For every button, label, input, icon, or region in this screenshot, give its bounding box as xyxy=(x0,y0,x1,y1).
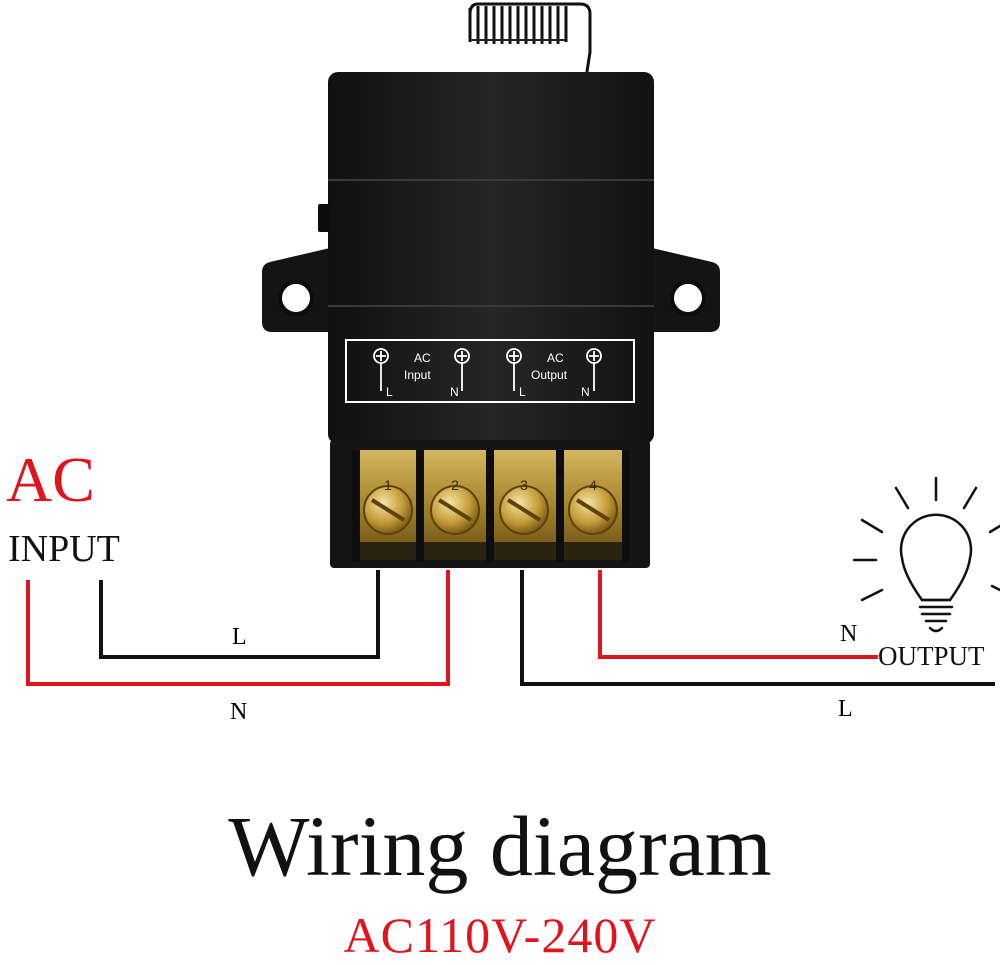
output-heading: OUTPUT xyxy=(878,641,985,671)
wire-output-n xyxy=(598,570,878,659)
wire-output-l xyxy=(520,570,995,686)
terminal-number-4: 4 xyxy=(589,477,597,493)
panel-output-label: Output xyxy=(531,368,568,382)
terminal-number-3: 3 xyxy=(520,477,528,493)
wire-input-l xyxy=(99,570,380,659)
wire-label-output-l: L xyxy=(838,696,853,722)
panel-output-ac-label: AC xyxy=(547,351,564,365)
panel-l2-label: L xyxy=(519,385,526,399)
panel-n1-label: N xyxy=(450,385,459,399)
wires xyxy=(26,570,995,686)
wire-label-input-n: N xyxy=(230,699,248,725)
input-heading: INPUT xyxy=(8,528,120,570)
terminal-screws xyxy=(363,485,618,535)
voltage-range: AC110V-240V xyxy=(343,907,657,963)
antenna-icon xyxy=(468,2,592,79)
wire-label-output-n: N xyxy=(840,621,858,647)
ac-input-heading: AC xyxy=(6,444,95,515)
panel-input-ac-label: AC xyxy=(414,351,431,365)
terminal-number-1: 1 xyxy=(384,477,392,493)
light-bulb-icon xyxy=(852,476,1000,633)
terminal-number-2: 2 xyxy=(451,477,459,493)
diagram-title: Wiring diagram xyxy=(228,798,772,894)
wire-label-input-l: L xyxy=(232,624,247,650)
panel-n2-label: N xyxy=(581,385,590,399)
relay-module-icon: 1 2 3 4 xyxy=(262,72,720,568)
panel-l1-label: L xyxy=(386,385,393,399)
wire-input-n xyxy=(26,570,450,686)
panel-input-label: Input xyxy=(404,368,431,382)
